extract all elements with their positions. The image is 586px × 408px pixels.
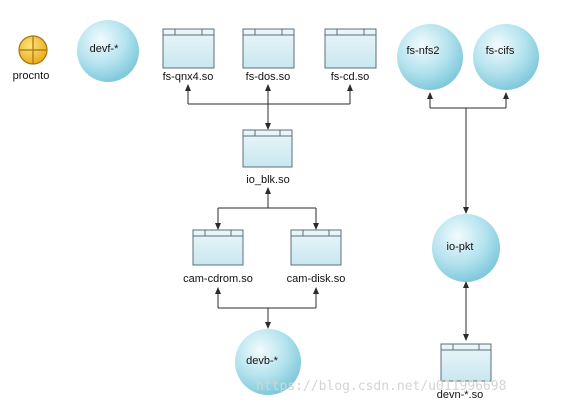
arrowhead (347, 84, 353, 91)
devb-node: devb-* (235, 329, 301, 395)
arrowhead (427, 92, 433, 99)
arrowhead (503, 92, 509, 99)
fs-cd-label: fs-cd.so (331, 71, 370, 83)
arrowhead (313, 223, 319, 230)
fs-dos-label: fs-dos.so (246, 71, 291, 83)
arrowhead (265, 187, 271, 194)
procnto-label: procnto (13, 70, 50, 82)
fs-qnx4-label: fs-qnx4.so (163, 71, 214, 83)
arrowhead (313, 287, 319, 294)
arrowhead (463, 334, 469, 341)
devb-sphere (235, 329, 301, 395)
devn-label: devn-*.so (437, 389, 483, 401)
fs-cifs-sphere (473, 24, 539, 90)
devb-label: devb-* (246, 355, 279, 367)
devf-sphere (77, 20, 139, 82)
arrowhead (265, 322, 271, 329)
cam-cdrom-module (192, 229, 244, 266)
fs-nfs2-label: fs-nfs2 (406, 45, 439, 57)
arrowhead (215, 223, 221, 230)
fs-dos-node: fs-dos.so (242, 28, 295, 83)
cam-disk-label: cam-disk.so (287, 273, 346, 285)
cam-disk-module (290, 229, 342, 266)
fs-nfs2-node: fs-nfs2 (397, 24, 463, 90)
arrowhead (265, 123, 271, 130)
arrowhead (265, 84, 271, 91)
io-blk-node: io_blk.so (242, 129, 293, 186)
arrowhead (463, 207, 469, 214)
cam-cdrom-node: cam-cdrom.so (183, 229, 253, 285)
io-blk-label: io_blk.so (246, 174, 289, 186)
cam-cdrom-label: cam-cdrom.so (183, 273, 253, 285)
devf-label: devf-* (90, 43, 119, 55)
connectors (185, 84, 509, 341)
fs-cd-node: fs-cd.so (324, 28, 377, 83)
fs-nfs2-sphere (397, 24, 463, 90)
io-pkt-label: io-pkt (447, 241, 474, 253)
fs-qnx4-node: fs-qnx4.so (162, 28, 215, 83)
arrowhead (463, 281, 469, 288)
arrowhead (215, 287, 221, 294)
fs-cifs-node: fs-cifs (473, 24, 539, 90)
devn-node: devn-*.so (437, 343, 492, 401)
devf-node: devf-* (77, 20, 139, 82)
io-pkt-node: io-pkt (432, 214, 500, 282)
procnto-node: procnto (13, 35, 50, 82)
watermark-text: https://blog.csdn.net/u011996698 (256, 379, 506, 394)
io-pkt-sphere (432, 214, 500, 282)
arrowhead (185, 84, 191, 91)
cam-disk-node: cam-disk.so (287, 229, 346, 285)
fs-cifs-label: fs-cifs (486, 45, 515, 57)
